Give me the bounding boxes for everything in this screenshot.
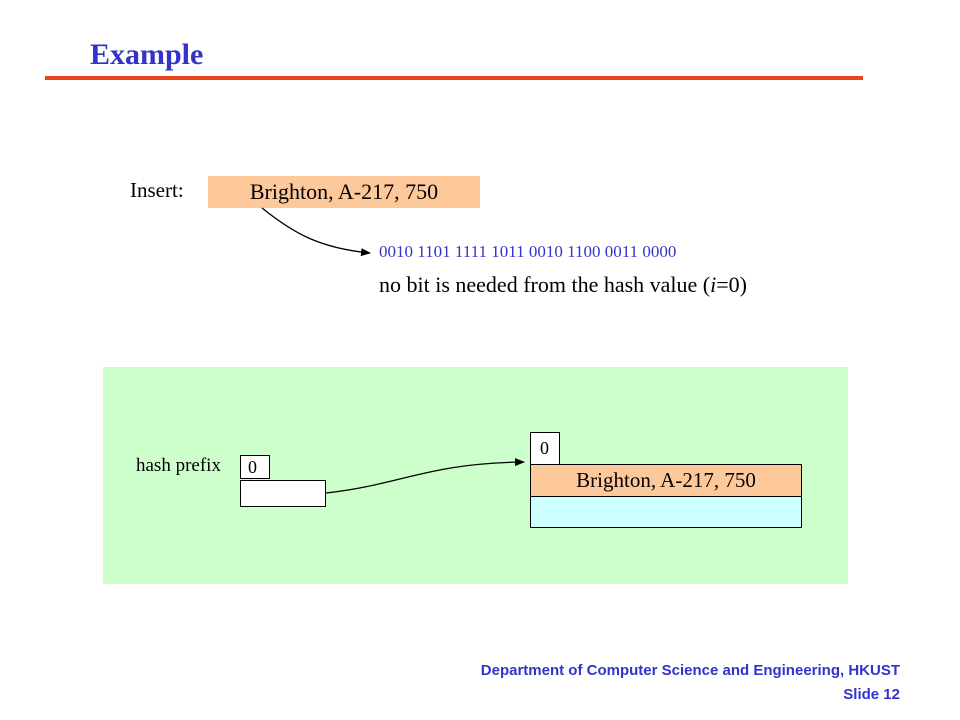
insert-label: Insert:: [130, 178, 184, 202]
slide-title: Example: [90, 38, 204, 71]
bucket-record: Brighton, A-217, 750: [530, 464, 802, 497]
hash-value-bits: 0010 1101 1111 1011 0010 1100 0011 0000: [379, 242, 677, 261]
note-variable: i: [710, 272, 717, 297]
footer-department: Department of Computer Science and Engin…: [480, 662, 900, 679]
footer-slide-number: Slide 12: [843, 686, 900, 703]
hash-prefix-label: hash prefix: [136, 455, 221, 476]
note-suffix: =0): [716, 272, 747, 297]
title-underline: [45, 76, 863, 80]
insert-record-box: Brighton, A-217, 750: [208, 176, 480, 208]
insert-to-hash-arrow: [261, 207, 371, 257]
directory-to-bucket-arrow: [325, 458, 525, 494]
hash-note: no bit is needed from the hash value (i=…: [379, 272, 747, 298]
note-prefix: no bit is needed from the hash value (: [379, 272, 711, 297]
bucket-empty-slot: [530, 496, 802, 528]
directory-global-depth: 0: [240, 455, 270, 479]
directory-entry: [240, 480, 326, 507]
